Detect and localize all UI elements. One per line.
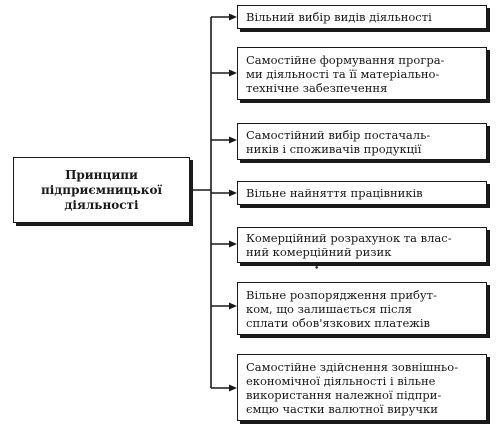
branch-arrow: [211, 189, 237, 197]
branch-arrow: [211, 384, 237, 392]
principle-box-hiring: Вільне найняття працівників: [237, 181, 487, 205]
principle-label: Вільне розпорядження прибут- ком, що зал…: [246, 287, 437, 330]
principle-label: Комерційний розрахунок та влас- ний коме…: [246, 231, 452, 259]
principle-box-free-choice: Вільний вибір видів діяльності: [237, 5, 487, 29]
branch-arrow: [211, 302, 237, 310]
principle-box-profit: Вільне розпорядження прибут- ком, що зал…: [237, 282, 487, 335]
print-speck: •: [314, 264, 320, 274]
principle-label: Вільне найняття працівників: [246, 186, 423, 200]
principle-box-program: Самостійне формування програ- ми діяльно…: [237, 47, 487, 100]
principle-label: Самостійний вибір постачаль- ників і спо…: [246, 127, 431, 156]
branch-arrow: [211, 136, 237, 144]
principle-label: Самостійне здійснення зовнішньо- економі…: [246, 359, 459, 416]
root-label: Принципи підприємницької діяльності: [40, 167, 163, 212]
branch-arrows: [211, 13, 237, 392]
principle-label: Самостійне формування програ- ми діяльно…: [246, 52, 445, 95]
principle-box-foreign-trade: Самостійне здійснення зовнішньо- економі…: [237, 354, 487, 421]
branch-arrow: [211, 240, 237, 248]
branch-arrow: [211, 13, 237, 21]
principle-box-commercial: Комерційний розрахунок та влас- ний коме…: [237, 227, 487, 263]
branch-arrow: [211, 69, 237, 77]
principle-label: Вільний вибір видів діяльності: [246, 10, 432, 24]
principle-box-suppliers: Самостійний вибір постачаль- ників і спо…: [237, 123, 487, 160]
root-box: Принципи підприємницької діяльності: [13, 157, 190, 223]
